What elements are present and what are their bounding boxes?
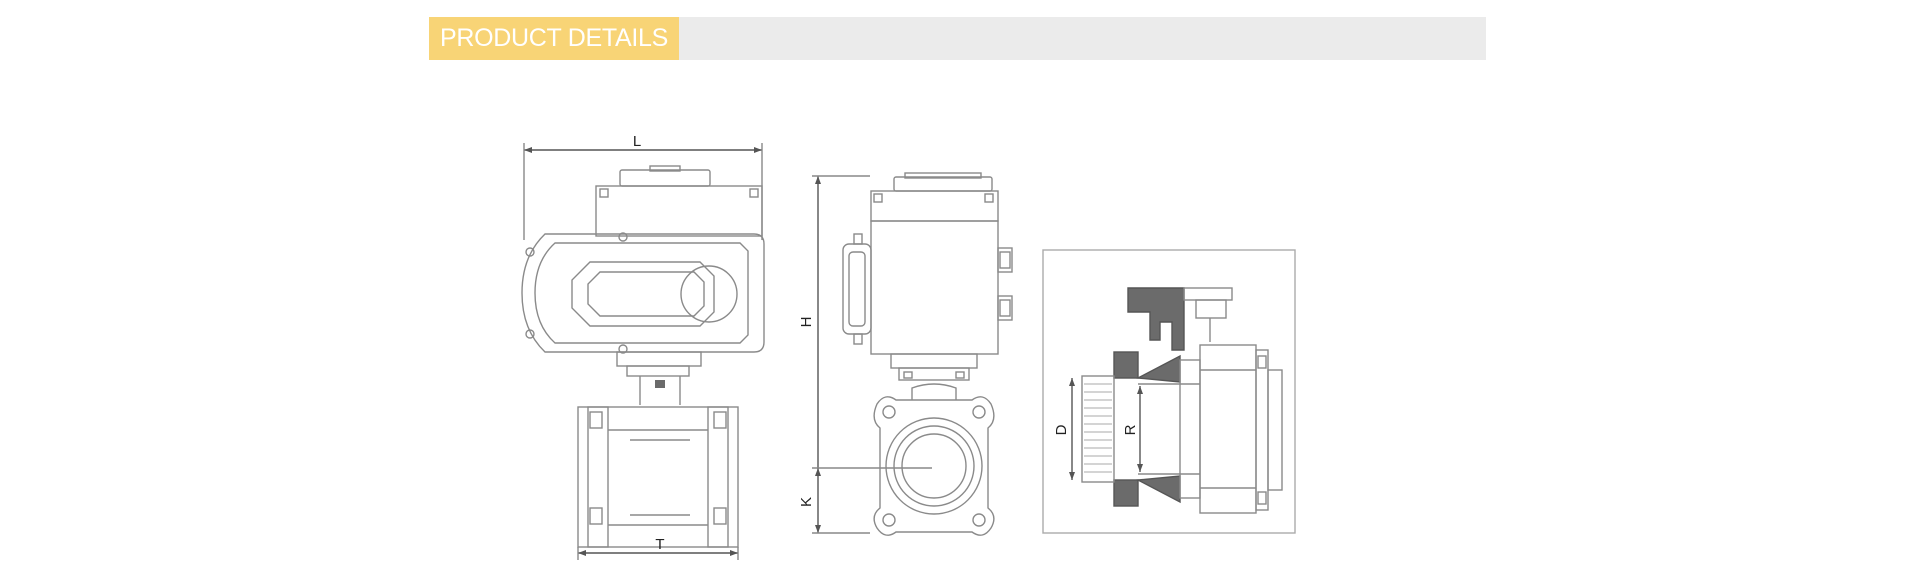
dim-label-k: K xyxy=(798,497,815,507)
section-header-bar: PRODUCT DETAILS xyxy=(429,17,1486,60)
dim-label-r: R xyxy=(1122,424,1139,435)
dim-label-t: T xyxy=(655,536,664,553)
section-view: D R xyxy=(1042,249,1296,534)
front-view: L xyxy=(521,133,765,560)
dim-label-d: D xyxy=(1053,424,1070,435)
section-title: PRODUCT DETAILS xyxy=(429,17,679,60)
dim-label-h: H xyxy=(798,317,815,328)
side-view: H K xyxy=(798,172,1013,536)
dim-label-l: L xyxy=(633,133,641,150)
